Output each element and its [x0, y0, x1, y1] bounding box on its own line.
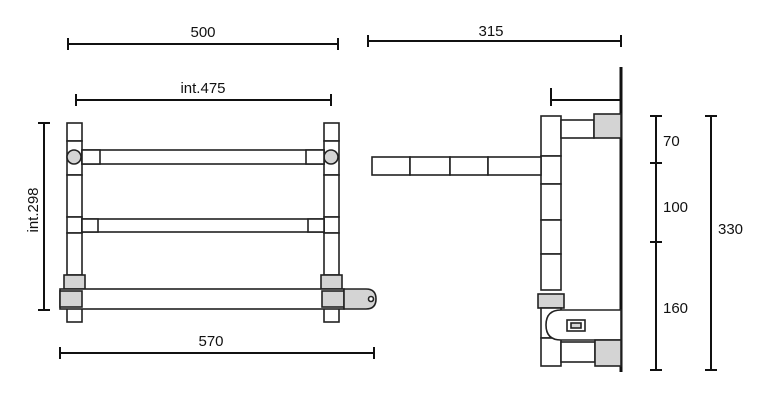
- dimension-stack: 70 100 160: [650, 115, 688, 371]
- bracket-depth-line: [550, 88, 621, 106]
- projecting-arm: [371, 156, 542, 176]
- top-wall-arm: [560, 113, 622, 139]
- side-view: 315: [367, 23, 743, 372]
- dimension-overall-width: 500: [67, 24, 339, 50]
- dimension-base-width: 570: [59, 333, 375, 359]
- left-post: [63, 122, 86, 323]
- overall-width-label: 500: [190, 24, 215, 41]
- middle-bar: [81, 218, 325, 233]
- internal-width-label: int.475: [180, 80, 225, 97]
- dimension-internal-width: int.475: [75, 80, 332, 106]
- depth-label: 315: [478, 23, 503, 40]
- bottom-bracket: [545, 309, 622, 367]
- dim-bottom-label: 160: [663, 300, 688, 317]
- dim-middle-label: 100: [663, 199, 688, 216]
- dimension-overall-height: 330: [705, 115, 743, 371]
- dimension-internal-height: int.298: [25, 122, 50, 311]
- internal-height-label: int.298: [25, 187, 42, 232]
- base-width-label: 570: [198, 333, 223, 350]
- dim-top-label: 70: [663, 133, 680, 150]
- overall-height-label: 330: [718, 221, 743, 238]
- base-bar: [59, 288, 377, 310]
- front-view: 500 int.475 int.298: [25, 24, 377, 359]
- top-bar: [81, 149, 325, 165]
- dimension-depth: 315: [367, 23, 622, 47]
